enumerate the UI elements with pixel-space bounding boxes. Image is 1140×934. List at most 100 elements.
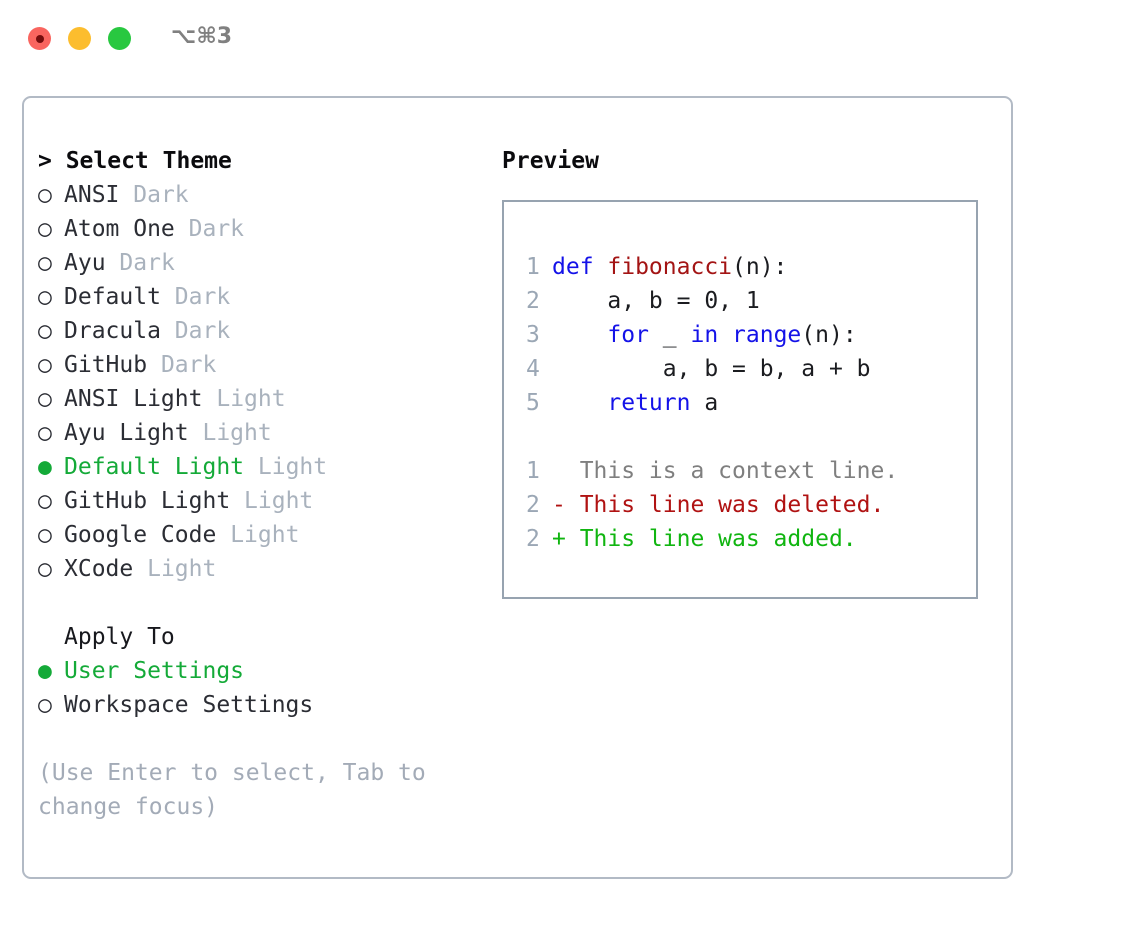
code-line: 3 for _ in range(n): [526, 318, 976, 352]
select-theme-header: > Select Theme [38, 148, 232, 174]
list-spacer [38, 586, 488, 620]
radio-icon: ○ [38, 556, 52, 582]
radio-icon: ○ [38, 420, 52, 446]
theme-name: XCode [64, 556, 134, 582]
theme-variant-tag: Dark [174, 318, 231, 344]
radio-icon: ○ [38, 318, 52, 344]
code-line: 1 def fibonacci(n): [526, 250, 976, 284]
radio-icon: ○ [38, 352, 52, 378]
title-bar: ⌥⌘3 [0, 0, 1140, 76]
theme-name: Ayu Light [64, 420, 189, 446]
code-token-plain [718, 322, 732, 348]
radio-icon: ○ [38, 488, 52, 514]
theme-variant-tag: Dark [160, 352, 217, 378]
code-line: 2 a, b = 0, 1 [526, 284, 976, 318]
radio-icon: ○ [38, 216, 52, 242]
theme-list-item[interactable]: ○ XCode Light [38, 552, 488, 586]
diff-sample: 1 This is a context line. 2 - This line w… [526, 454, 976, 556]
theme-variant-tag: Dark [174, 284, 231, 310]
code-token-plain: (n): [732, 254, 788, 280]
code-token-plain: a, b = b, a + b [552, 356, 871, 382]
radio-icon: ● [38, 658, 52, 684]
radio-icon: ● [38, 454, 52, 480]
radio-icon: ○ [38, 182, 52, 208]
line-number: 2 [526, 526, 540, 552]
radio-icon: ○ [38, 522, 52, 548]
preview-header: Preview [502, 148, 599, 174]
theme-name: GitHub Light [64, 488, 231, 514]
code-token-function: fibonacci [607, 254, 733, 280]
theme-name: ANSI [64, 182, 120, 208]
code-token-plain: (n): [801, 322, 857, 348]
line-number: 3 [526, 322, 540, 348]
line-number: 1 [526, 254, 540, 280]
code-token-keyword: return [607, 390, 691, 416]
maximize-button-icon[interactable] [108, 27, 131, 50]
code-token-keyword: for [607, 322, 649, 348]
theme-list-item[interactable]: ○ Ayu Dark [38, 246, 488, 280]
theme-name: Ayu [64, 250, 106, 276]
theme-name: Atom One [64, 216, 175, 242]
diff-text: This is a context line. [552, 458, 899, 484]
code-token-keyword: range [732, 322, 802, 348]
theme-name: Google Code [64, 522, 217, 548]
theme-variant-tag: Light [216, 386, 286, 412]
minimize-button-icon[interactable] [68, 27, 91, 50]
radio-icon: ○ [38, 692, 52, 718]
code-token-keyword: def [552, 254, 608, 280]
theme-picker-column: > Select Theme ○ ANSI Dark ○ Atom One Dark… [38, 144, 488, 824]
theme-variant-tag: Light [257, 454, 328, 480]
theme-variant-tag: Light [230, 522, 300, 548]
apply-to-item-workspace-settings[interactable]: ○Workspace Settings [38, 688, 488, 722]
theme-list-item[interactable]: ○ Atom One Dark [38, 212, 488, 246]
diff-line-added: 2 + This line was added. [526, 522, 976, 556]
code-token-plain: a, b = 0, 1 [552, 288, 760, 314]
line-number: 5 [526, 390, 540, 416]
radio-icon: ○ [38, 284, 52, 310]
diff-text: + This line was added. [552, 526, 857, 552]
line-number: 2 [526, 288, 540, 314]
apply-to-list: ●User Settings ○Workspace Settings [38, 654, 488, 722]
keyboard-hint-text: (Use Enter to select, Tab to change focu… [38, 760, 440, 820]
theme-name: ANSI Light [64, 386, 203, 412]
theme-name: GitHub [64, 352, 148, 378]
theme-name: Dracula [64, 318, 161, 344]
theme-variant-tag: Light [202, 420, 272, 446]
code-token-keyword: in [690, 322, 719, 348]
apply-to-item-user-settings[interactable]: ●User Settings [38, 654, 488, 688]
code-line: 4 a, b = b, a + b [526, 352, 976, 386]
theme-list-item[interactable]: ○ GitHub Light Light [38, 484, 488, 518]
main-panel: > Select Theme ○ ANSI Dark ○ Atom One Dark… [22, 96, 1013, 879]
theme-variant-tag: Light [244, 488, 314, 514]
theme-variant-tag: Dark [133, 182, 189, 208]
theme-list-item[interactable]: ○ Dracula Dark [38, 314, 488, 348]
code-line: 5 return a [526, 386, 976, 420]
theme-list-item[interactable]: ○ GitHub Dark [38, 348, 488, 382]
code-token-plain [552, 390, 607, 416]
code-token-plain: a [690, 390, 719, 416]
close-button-inner-dot [36, 35, 44, 43]
theme-list-item[interactable]: ○ Ayu Light Light [38, 416, 488, 450]
theme-list-item-selected[interactable]: ●Default Light Light [38, 450, 488, 484]
theme-list-item[interactable]: ○ ANSI Dark [38, 178, 488, 212]
theme-list-item[interactable]: ○Default Dark [38, 280, 488, 314]
radio-icon: ○ [38, 386, 52, 412]
radio-icon: ○ [38, 250, 52, 276]
theme-variant-tag: Light [147, 556, 217, 582]
diff-line-deleted: 2 - This line was deleted. [526, 488, 976, 522]
diff-text: - This line was deleted. [552, 492, 885, 518]
line-number: 1 [526, 458, 540, 484]
diff-line-context: 1 This is a context line. [526, 454, 976, 488]
theme-list-item[interactable]: ○ Google Code Light [38, 518, 488, 552]
theme-variant-tag: Dark [188, 216, 245, 242]
line-number: 2 [526, 492, 540, 518]
theme-list: ○ ANSI Dark ○ Atom One Dark ○ Ayu Dark ○Def… [38, 178, 488, 586]
code-token-plain: _ [648, 322, 691, 348]
apply-to-header: Apply To [64, 624, 175, 650]
theme-variant-tag: Dark [119, 250, 175, 276]
theme-list-item[interactable]: ○ ANSI Light Light [38, 382, 488, 416]
